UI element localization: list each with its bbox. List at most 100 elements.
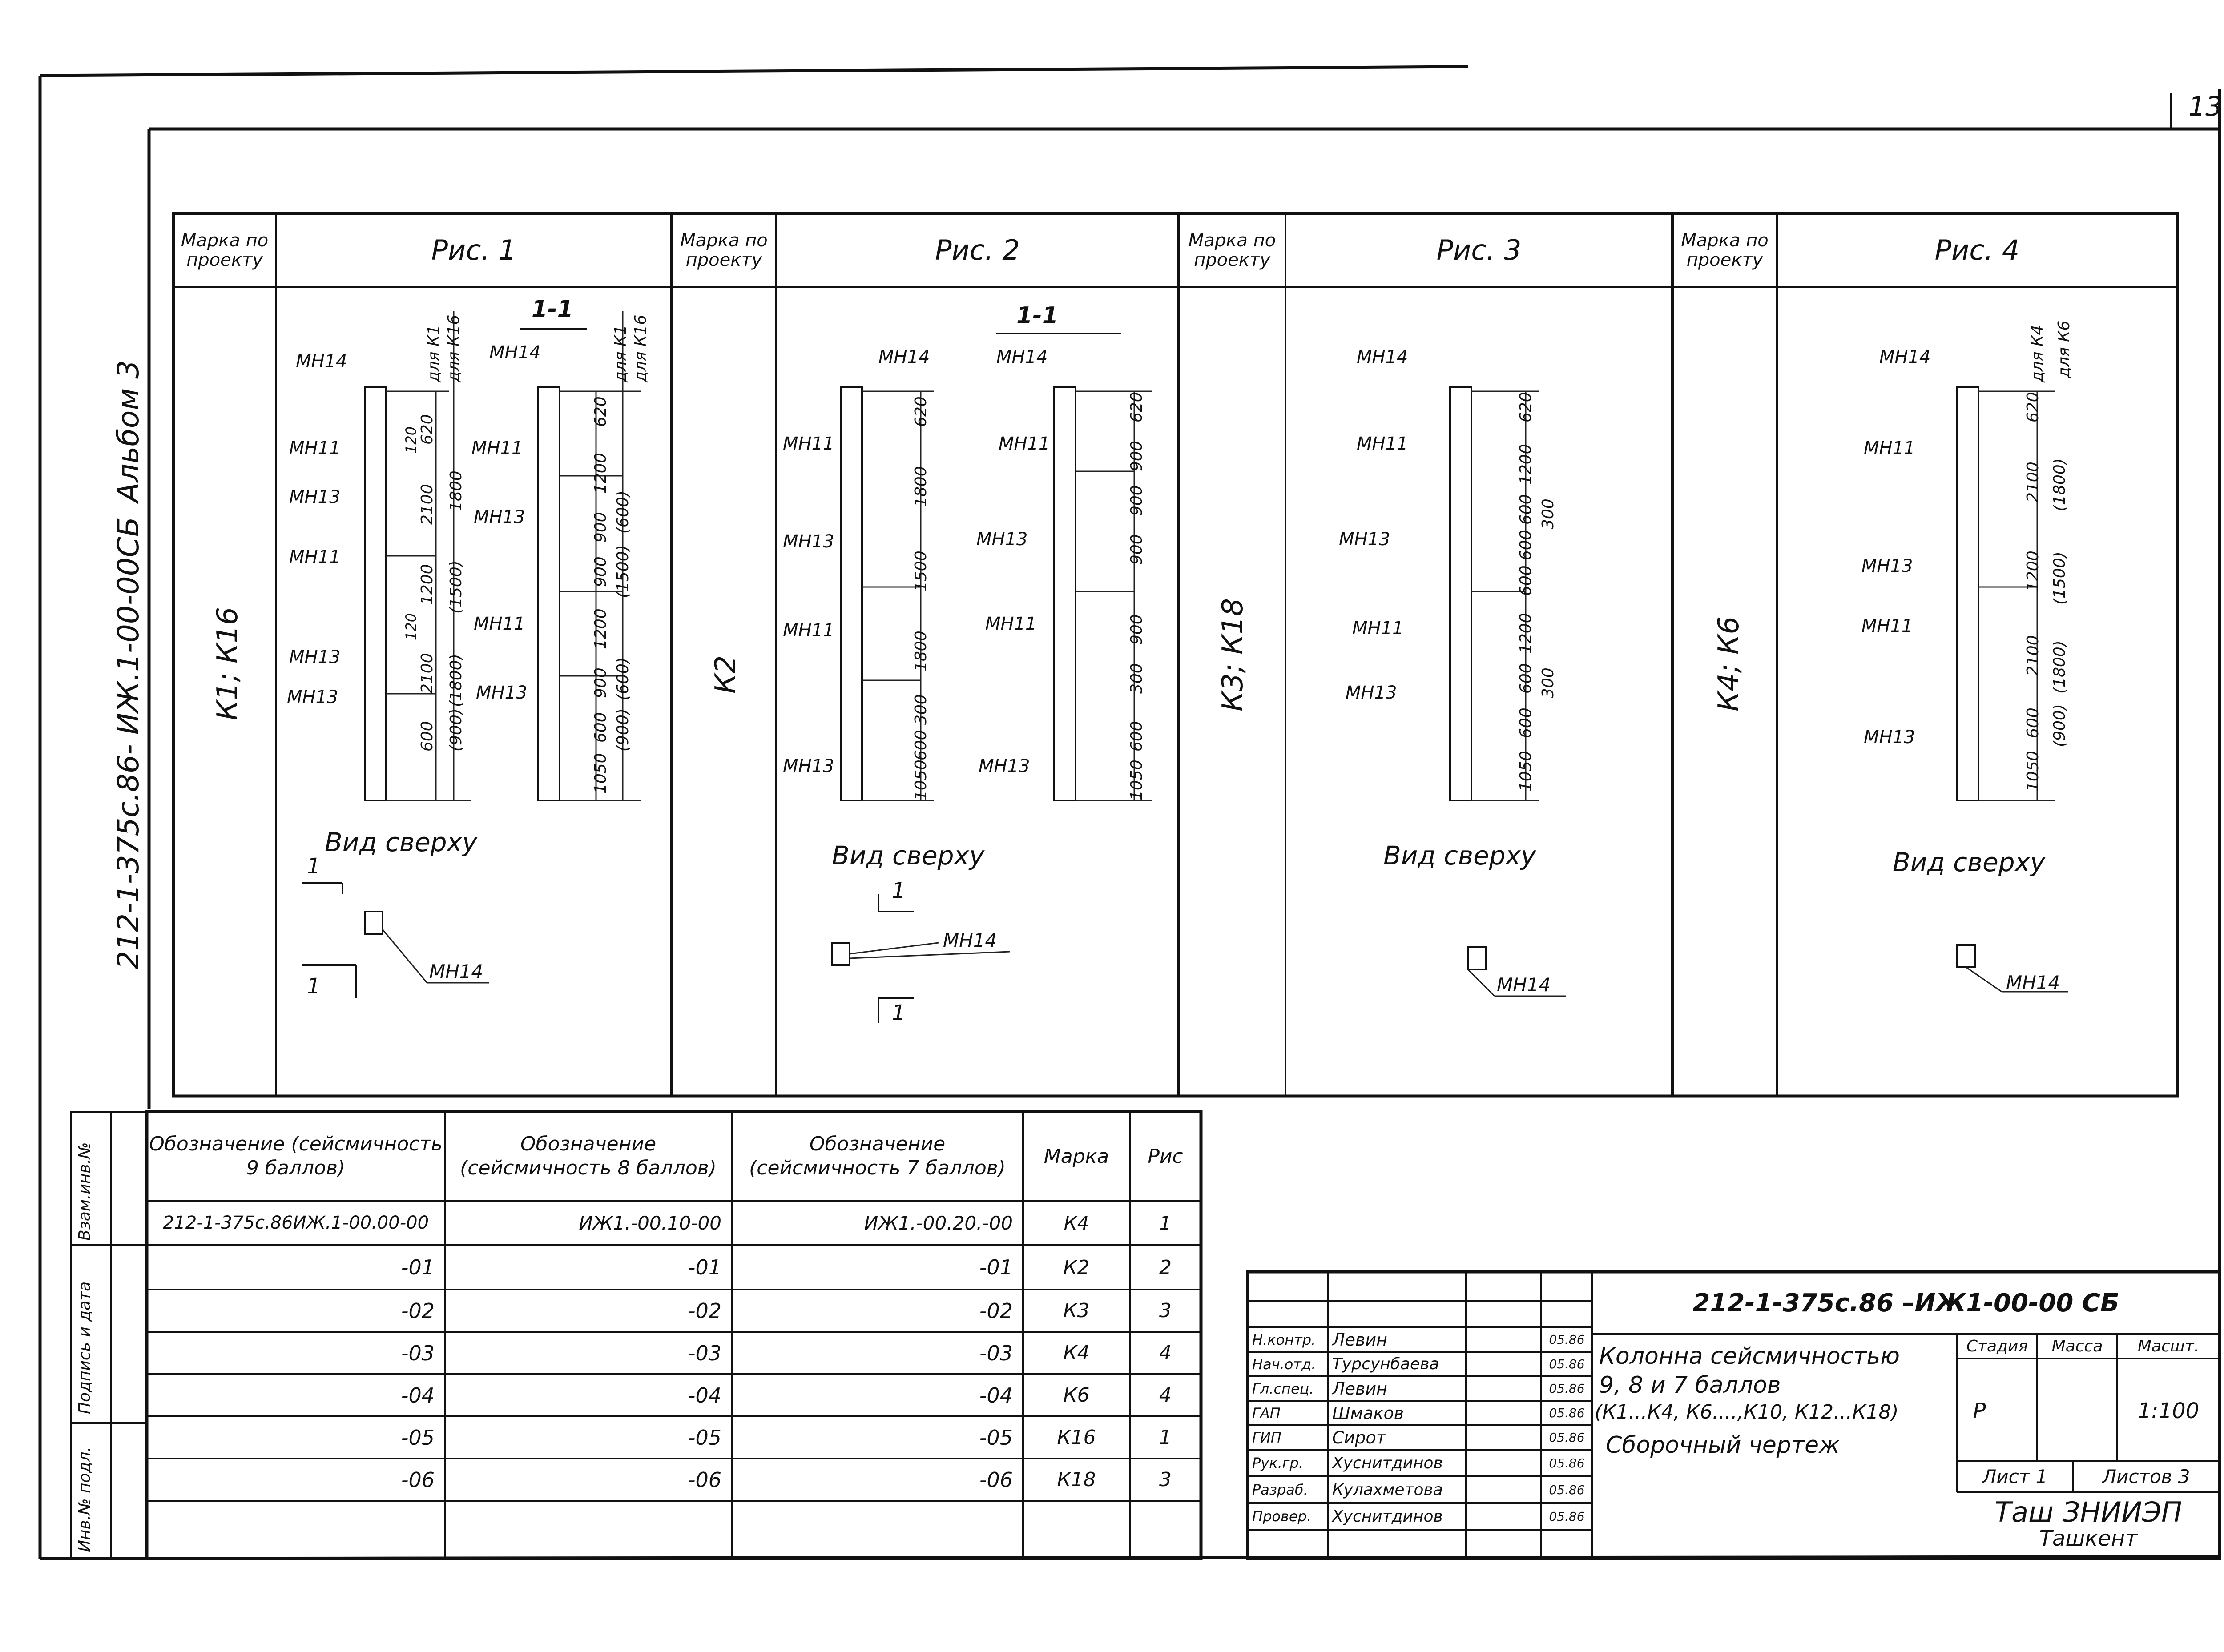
table-cell: -04 <box>979 1383 1013 1407</box>
fig2-dim2: 620 <box>1128 392 1146 422</box>
fig3-label: МН13 <box>1339 529 1390 550</box>
table-cell: -03 <box>401 1341 435 1365</box>
fig1-dim: 620 <box>418 414 436 445</box>
staff-name: Сирот <box>1332 1427 1386 1447</box>
table-cell: -03 <box>979 1341 1013 1365</box>
table-cell: 4 <box>1159 1342 1172 1364</box>
spec-header: Обозначение (сейсмичность 7 баллов) <box>749 1133 1006 1179</box>
fig1-section-label: МН14 <box>489 342 541 363</box>
fig4-label: МН13 <box>1861 556 1913 576</box>
staff-date: 05.86 <box>1549 1430 1585 1445</box>
product-name-line2: 9, 8 и 7 баллов <box>1599 1372 1781 1399</box>
fig3-marks: К3; К18 <box>1217 598 1249 711</box>
fig2-dim2: 900 <box>1128 614 1146 645</box>
fig3-label: МН11 <box>1352 618 1404 639</box>
table-cell: -05 <box>979 1425 1013 1450</box>
fig3-dim: 600 <box>1517 663 1535 694</box>
fig3-dim-side: 300 <box>1539 667 1557 698</box>
organization-city: Ташкент <box>2039 1526 2138 1551</box>
sheets-label: Листов 3 <box>2102 1465 2190 1487</box>
fig1-dim2: 900 <box>592 556 610 587</box>
fig1-note: для К1 <box>425 325 443 382</box>
fig1-title: Рис. 1 <box>431 234 516 266</box>
fig1-note: для К1 <box>612 325 630 382</box>
staff-role: ГИП <box>1252 1429 1281 1446</box>
fig3-dim: 600 <box>1517 494 1535 525</box>
fig1-view-label: Вид сверху <box>325 827 478 857</box>
table-cell: -02 <box>401 1298 435 1323</box>
staff-date: 05.86 <box>1549 1381 1585 1396</box>
staff-role: Рук.гр. <box>1252 1455 1304 1471</box>
fig2-dim: 300 <box>912 694 930 725</box>
fig2-dim: 600 <box>912 730 930 760</box>
table-cell: -01 <box>979 1255 1013 1279</box>
fig4-label: МН13 <box>1864 727 1915 748</box>
fig1-dim2: 620 <box>592 396 610 427</box>
stamp-inv-original: Инв.№ подл. <box>76 1447 94 1552</box>
table-cell: 3 <box>1159 1468 1172 1491</box>
fig1-dim2: 1200 <box>592 453 610 494</box>
table-cell: К4 <box>1064 1212 1089 1234</box>
album-label: Альбом 3 <box>111 360 145 502</box>
table-cell: -01 <box>688 1255 721 1279</box>
table-cell: -05 <box>401 1425 435 1450</box>
sheet-label: Лист 1 <box>1982 1465 2048 1487</box>
stage-value: Р <box>1973 1398 1986 1423</box>
fig2-section-mark: 1 <box>892 1001 906 1025</box>
fig3-dim: 1050 <box>1517 751 1535 792</box>
fig1-section-mark: 1 <box>307 974 321 999</box>
fig3-dim: 620 <box>1517 392 1535 422</box>
stamp-replacement-inv: Взам.инв.№ <box>76 1142 94 1241</box>
sheet-number: 13 <box>2188 91 2223 122</box>
fig2-label: МН13 <box>783 756 834 776</box>
fig4-dim: (1800) <box>2051 640 2069 694</box>
fig4-dim: 1200 <box>2024 551 2042 591</box>
fig4-label: МН11 <box>1861 616 1913 636</box>
table-cell: -02 <box>688 1298 721 1323</box>
fig2-label: МН13 <box>783 531 834 552</box>
fig1-plan-label: МН14 <box>429 961 483 982</box>
fig2-dim: 1800 <box>912 466 930 507</box>
stage-header: Стадия <box>1966 1337 2028 1355</box>
fig2-title: Рис. 2 <box>935 234 1020 266</box>
fig1-note: для К16 <box>632 314 650 382</box>
table-cell: -06 <box>401 1467 435 1492</box>
fig2-dim2: 600 <box>1128 721 1146 752</box>
mark-header-1: Марка по проекту <box>181 230 269 270</box>
fig2-marks: К2 <box>709 655 742 694</box>
fig2-section-label: МН14 <box>996 347 1048 367</box>
fig1-dim: (1800) <box>447 654 465 707</box>
staff-name: Турсунбаева <box>1332 1355 1439 1373</box>
spec-header: Обозначение (сейсмичность 9 баллов) <box>149 1133 443 1179</box>
fig1-dim: 120 <box>403 426 419 454</box>
scale-value: 1:100 <box>2137 1398 2200 1423</box>
fig3-plan-label: МН14 <box>1497 974 1551 996</box>
staff-role: ГАП <box>1252 1404 1281 1422</box>
fig3-dim: 600 <box>1517 707 1535 738</box>
table-cell: К4 <box>1063 1342 1090 1364</box>
table-cell: К3 <box>1063 1299 1090 1322</box>
table-cell: -03 <box>688 1341 721 1365</box>
fig4-dim: 620 <box>2024 392 2042 422</box>
table-cell: 3 <box>1159 1299 1172 1322</box>
fig2-dim2: 900 <box>1128 485 1146 516</box>
mass-value <box>2037 1361 2117 1461</box>
fig1-label: МН11 <box>289 438 341 458</box>
fig4-dim: (900) <box>2051 704 2069 747</box>
fig3-dim-side: 300 <box>1539 498 1557 529</box>
fig4-dim: 1050 <box>2024 751 2042 792</box>
fig1-dim2: 900 <box>592 667 610 698</box>
staff-role: Н.контр. <box>1252 1331 1316 1348</box>
table-cell: 1 <box>1159 1426 1172 1449</box>
stamp-signature-date: Подпись и дата <box>76 1281 94 1414</box>
staff-name: Кулахметова <box>1332 1480 1443 1499</box>
fig1-dim2: (600) <box>614 490 632 534</box>
doc-code-vertical: 212-1-375с.86- ИЖ.1-00-00СБ <box>111 516 145 969</box>
fig2-dim: 620 <box>912 396 930 427</box>
fig1-label: МН13 <box>287 687 338 707</box>
fig2-label: МН14 <box>878 347 930 367</box>
fig4-dim: 2100 <box>2024 635 2042 676</box>
fig4-plan-label: МН14 <box>2006 972 2060 993</box>
table-cell: 2 <box>1159 1256 1172 1279</box>
fig4-marks: К4; К6 <box>1712 616 1745 711</box>
